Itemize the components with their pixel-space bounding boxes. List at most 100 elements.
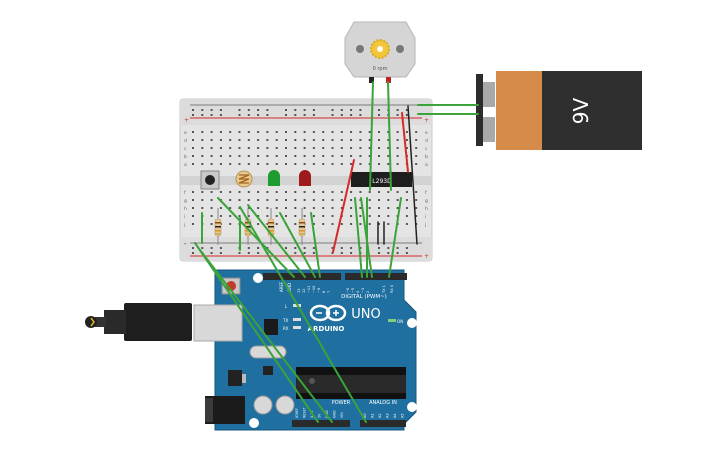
terminal-hole (340, 223, 343, 225)
rail-hole (210, 247, 213, 249)
terminal-hole (415, 139, 418, 141)
digital-pin-label: ~9 (317, 288, 321, 293)
terminal-hole (340, 139, 343, 141)
terminal-hole (405, 223, 408, 225)
terminal-hole (201, 207, 204, 209)
terminal-hole (387, 147, 390, 149)
wire-button-signal[interactable] (217, 197, 295, 278)
terminal-hole (387, 131, 390, 133)
motor-mount-hole-right (396, 45, 404, 53)
terminal-hole (312, 223, 315, 225)
terminal-hole (322, 131, 325, 133)
terminal-hole (257, 191, 260, 193)
wire-led-green-signal[interactable] (247, 204, 306, 278)
usb-port (193, 304, 243, 342)
digital-pin-label: 12 (302, 289, 306, 293)
digital-header-left (263, 273, 341, 280)
terminal-hole (201, 191, 204, 193)
terminal-hole (219, 191, 222, 193)
terminal-hole (378, 131, 380, 133)
pushbutton[interactable] (200, 170, 220, 190)
terminal-hole (257, 163, 260, 165)
usb-cable-tip-icon (90, 317, 95, 327)
wire-ic-in1[interactable] (354, 197, 363, 278)
resistor[interactable] (298, 208, 306, 245)
rail-hole (192, 247, 194, 249)
row-letter: b (425, 154, 428, 160)
terminal-hole (238, 215, 241, 217)
rail-hole (219, 109, 222, 111)
terminal-hole (387, 199, 390, 201)
terminal-hole (275, 207, 278, 209)
terminal-hole (368, 155, 371, 157)
battery-9v[interactable]: 9V (476, 71, 642, 150)
on-led (388, 319, 396, 322)
wire-ldr-to-a0[interactable] (239, 206, 367, 423)
led-green[interactable] (268, 170, 280, 186)
terminal-hole (312, 199, 315, 201)
row-letter: d (184, 138, 187, 144)
terminal-hole (405, 139, 408, 141)
terminal-hole (192, 131, 194, 133)
wire-gnd-to-arduino[interactable] (194, 242, 319, 423)
terminal-hole (294, 207, 297, 209)
rail-hole (219, 114, 222, 116)
wire-5v-red[interactable] (332, 159, 355, 253)
arduino-model: UNO (351, 307, 380, 322)
digital-pin-label: 4 (356, 290, 360, 293)
wire-ic-signal[interactable] (310, 212, 321, 278)
terminal-hole (359, 147, 362, 149)
usb-strain-relief (104, 310, 126, 334)
wire-vmotor-red[interactable] (401, 112, 409, 173)
rail-minus-label: - (184, 240, 187, 248)
dc-motor[interactable]: 0 rpm (344, 21, 416, 83)
analog-header (360, 420, 406, 427)
terminal-hole (201, 147, 204, 149)
terminal-hole (368, 131, 371, 133)
terminal-hole (247, 207, 250, 209)
led-red[interactable] (299, 170, 311, 186)
terminal-hole (359, 163, 362, 165)
analog-pin-label: A1 (371, 413, 375, 418)
terminal-hole (285, 215, 287, 217)
l293d-chip[interactable]: L293D (351, 172, 412, 187)
terminal-hole (405, 131, 408, 133)
battery-terminal-top (483, 82, 495, 107)
terminal-hole (322, 155, 325, 157)
terminal-hole (219, 215, 222, 217)
terminal-hole (378, 215, 380, 217)
terminal-hole (340, 199, 343, 201)
usb-cable[interactable] (85, 303, 243, 342)
terminal-hole (331, 207, 334, 209)
digital-pin-label: 7 (327, 291, 331, 293)
rail-hole (294, 114, 297, 116)
row-letter: j (424, 222, 426, 228)
wire-5v-to-arduino[interactable] (199, 249, 333, 423)
terminal-hole (359, 207, 362, 209)
rail-hole (238, 252, 241, 254)
terminal-hole (322, 207, 325, 209)
terminal-hole (340, 131, 343, 133)
photoresistor[interactable] (235, 170, 253, 188)
terminal-hole (322, 147, 325, 149)
wire-led-red-signal[interactable] (279, 212, 316, 278)
terminal-hole (294, 155, 297, 157)
terminal-hole (266, 199, 269, 201)
terminal-hole (303, 155, 306, 157)
resistor[interactable] (214, 208, 222, 245)
terminal-hole (322, 139, 325, 141)
terminal-hole (303, 131, 306, 133)
wire-gnd-black[interactable] (407, 105, 418, 245)
rail-hole (247, 109, 250, 111)
terminal-hole (229, 139, 232, 141)
wire-motor-b[interactable] (387, 81, 392, 191)
terminal-hole (247, 199, 250, 201)
wire-ic-in3[interactable] (388, 197, 402, 278)
terminal-hole (359, 131, 362, 133)
wire-motor-a[interactable] (369, 81, 374, 191)
terminal-hole (285, 131, 287, 133)
voltage-regulator (228, 370, 242, 386)
